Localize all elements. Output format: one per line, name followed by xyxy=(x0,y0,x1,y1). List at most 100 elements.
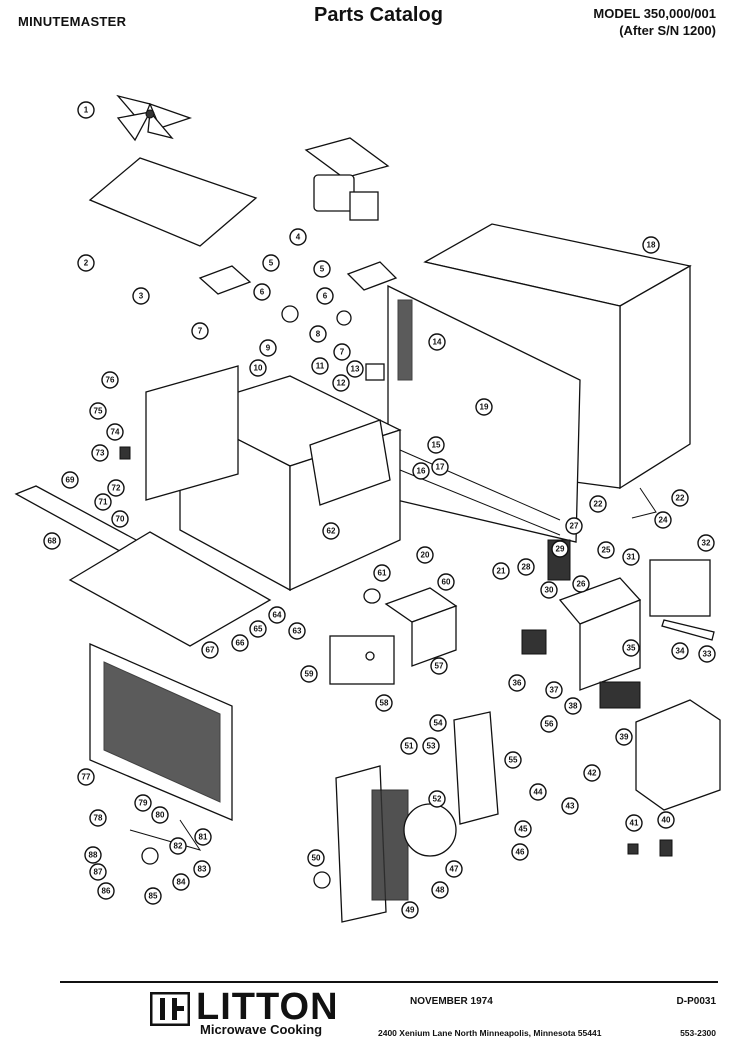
svg-text:29: 29 xyxy=(556,545,565,554)
callout-73: 73 xyxy=(91,444,109,462)
callout-21: 21 xyxy=(492,562,510,580)
svg-text:7: 7 xyxy=(340,348,345,357)
callout-47: 47 xyxy=(445,860,463,878)
callout-14: 14 xyxy=(428,333,446,351)
svg-text:86: 86 xyxy=(102,887,111,896)
callout-12: 12 xyxy=(332,374,350,392)
svg-text:1: 1 xyxy=(84,106,89,115)
svg-text:18: 18 xyxy=(647,241,656,250)
footer-date: NOVEMBER 1974 xyxy=(410,996,493,1007)
callout-4: 4 xyxy=(289,228,307,246)
svg-text:3: 3 xyxy=(139,292,144,301)
svg-text:57: 57 xyxy=(435,662,444,671)
callout-7b: 7 xyxy=(333,343,351,361)
svg-text:21: 21 xyxy=(497,567,506,576)
callout-61: 61 xyxy=(373,564,391,582)
callout-46: 46 xyxy=(511,843,529,861)
callout-6a: 6 xyxy=(253,283,271,301)
callout-30: 30 xyxy=(540,581,558,599)
svg-text:46: 46 xyxy=(516,848,525,857)
callout-69: 69 xyxy=(61,471,79,489)
svg-text:35: 35 xyxy=(627,644,636,653)
callout-2: 2 xyxy=(77,254,95,272)
oven-cavity xyxy=(178,375,402,592)
callout-16: 16 xyxy=(412,462,430,480)
callout-1: 1 xyxy=(77,101,95,119)
callout-88: 88 xyxy=(84,846,102,864)
model-number: MODEL 350,000/001 xyxy=(593,6,716,21)
svg-text:77: 77 xyxy=(82,773,91,782)
svg-text:5: 5 xyxy=(320,265,325,274)
svg-text:56: 56 xyxy=(545,720,554,729)
callout-72: 72 xyxy=(107,479,125,497)
small-parts xyxy=(119,261,715,889)
callout-43: 43 xyxy=(561,797,579,815)
svg-text:67: 67 xyxy=(206,646,215,655)
svg-text:6: 6 xyxy=(260,288,265,297)
svg-text:55: 55 xyxy=(509,756,518,765)
svg-text:4: 4 xyxy=(296,233,301,242)
svg-text:61: 61 xyxy=(378,569,387,578)
callout-19: 19 xyxy=(475,398,493,416)
callout-24: 24 xyxy=(654,511,672,529)
callout-3: 3 xyxy=(132,287,150,305)
callout-48: 48 xyxy=(431,881,449,899)
svg-text:24: 24 xyxy=(659,516,668,525)
svg-text:48: 48 xyxy=(436,886,445,895)
footer-phone: 553-2300 xyxy=(680,1028,716,1038)
svg-text:60: 60 xyxy=(442,578,451,587)
svg-text:8: 8 xyxy=(316,330,321,339)
svg-text:6: 6 xyxy=(323,292,328,301)
callout-32: 32 xyxy=(697,534,715,552)
svg-text:80: 80 xyxy=(156,811,165,820)
svg-text:81: 81 xyxy=(199,833,208,842)
svg-text:15: 15 xyxy=(432,441,441,450)
svg-text:22: 22 xyxy=(676,494,685,503)
callout-34: 34 xyxy=(671,642,689,660)
callout-65: 65 xyxy=(249,620,267,638)
svg-text:38: 38 xyxy=(569,702,578,711)
callout-45: 45 xyxy=(514,820,532,838)
svg-text:43: 43 xyxy=(566,802,575,811)
svg-text:9: 9 xyxy=(266,344,271,353)
svg-text:36: 36 xyxy=(513,679,522,688)
svg-text:47: 47 xyxy=(450,865,459,874)
svg-text:62: 62 xyxy=(327,527,336,536)
callout-39: 39 xyxy=(615,728,633,746)
svg-text:87: 87 xyxy=(94,868,103,877)
svg-text:71: 71 xyxy=(99,498,108,507)
callout-35: 35 xyxy=(622,639,640,657)
callout-20: 20 xyxy=(416,546,434,564)
callout-9: 9 xyxy=(259,339,277,357)
svg-text:2: 2 xyxy=(84,259,89,268)
callout-87: 87 xyxy=(89,863,107,881)
footer-address: 2400 Xenium Lane North Minneapolis, Minn… xyxy=(378,1028,602,1038)
svg-text:52: 52 xyxy=(433,795,442,804)
svg-text:74: 74 xyxy=(111,428,120,437)
callout-33: 33 xyxy=(698,645,716,663)
svg-text:85: 85 xyxy=(149,892,158,901)
svg-text:50: 50 xyxy=(312,854,321,863)
callout-82: 82 xyxy=(169,837,187,855)
knob-panel xyxy=(335,711,499,923)
svg-text:70: 70 xyxy=(116,515,125,524)
callout-57: 57 xyxy=(430,657,448,675)
callout-74: 74 xyxy=(106,423,124,441)
callout-37: 37 xyxy=(545,681,563,699)
callout-76: 76 xyxy=(101,371,119,389)
svg-text:7: 7 xyxy=(198,327,203,336)
svg-text:20: 20 xyxy=(421,551,430,560)
callout-26: 26 xyxy=(572,575,590,593)
svg-text:16: 16 xyxy=(417,467,426,476)
svg-text:72: 72 xyxy=(112,484,121,493)
svg-text:28: 28 xyxy=(522,563,531,572)
svg-text:75: 75 xyxy=(94,407,103,416)
callout-31: 31 xyxy=(622,548,640,566)
svg-text:25: 25 xyxy=(602,546,611,555)
svg-text:11: 11 xyxy=(316,362,325,371)
svg-text:14: 14 xyxy=(433,338,442,347)
callout-49: 49 xyxy=(401,901,419,919)
callout-59: 59 xyxy=(300,665,318,683)
callout-5a: 5 xyxy=(262,254,280,272)
callout-83: 83 xyxy=(193,860,211,878)
